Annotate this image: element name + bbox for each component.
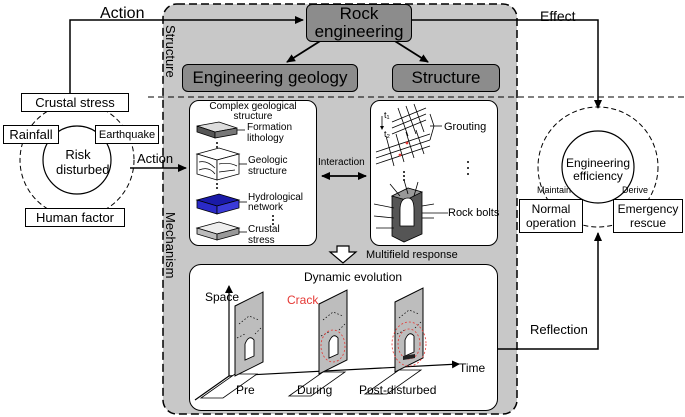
rainfall-box: Rainfall (3, 125, 59, 144)
space-axis-label: Space (205, 290, 240, 304)
action-label: Action (100, 5, 145, 22)
geology-icons (195, 121, 274, 241)
effect-arrow (412, 19, 602, 109)
during-label: During (297, 383, 333, 397)
reflection-label: Reflection (530, 322, 588, 337)
effect-label: Effect (540, 8, 576, 24)
geology-panel-title: Complex geological structure (209, 101, 297, 122)
t1-label: t₁ (384, 110, 390, 120)
emergency-rescue-box: Emergency rescue (613, 199, 683, 233)
multifield-arrow (328, 245, 358, 264)
reflection-arrow (498, 232, 602, 350)
time-axis-label: Time (459, 361, 486, 375)
mechanism-side-label: Mechanism (163, 212, 178, 279)
derive-label: Derive (622, 185, 649, 195)
t2-label: t₂ (384, 129, 390, 139)
interaction-label: Interaction (318, 157, 365, 168)
multifield-response-label: Multifield response (366, 249, 458, 261)
structure-box: Structure (392, 64, 500, 92)
action-arrow (69, 16, 304, 93)
rock-engineering-box: Rock engineering (306, 4, 412, 42)
hydrological-network-label: Hydrological network (248, 192, 304, 213)
normal-operation-box: Normal operation (519, 199, 583, 233)
engineering-geology-box: Engineering geology (182, 64, 358, 92)
rock-bolts-label: Rock bolts (448, 207, 500, 219)
crustal-stress-label: Crustal stress (248, 224, 280, 246)
structure-icons (373, 103, 469, 243)
crustal-stress-box: Crustal stress (21, 93, 129, 112)
efficiency-dashed-ring (537, 106, 659, 228)
formation-lithology-label: Formation lithology (247, 122, 293, 144)
structure-side-label: Structure (163, 25, 178, 78)
risk-action-label: Action (137, 151, 174, 166)
risk-disturbed-label: Risk disturbed (56, 147, 110, 177)
maintain-label: Maintain (537, 185, 572, 195)
pre-label: Pre (236, 383, 255, 397)
post-disturbed-label: Post-disturbed (359, 383, 437, 397)
grouting-label: Grouting (444, 121, 487, 133)
dynamic-evolution-title: Dynamic evolution (304, 270, 403, 284)
human-factor-box: Human factor (25, 208, 125, 227)
earthquake-box: Earthquake (95, 125, 159, 144)
engineering-efficiency-label: Engineering efficiency (565, 156, 631, 183)
structure-panel (370, 100, 498, 246)
geologic-structure-label: Geologic structure (248, 155, 288, 177)
evolution-graphic (194, 285, 460, 401)
crack-label: Crack (287, 293, 319, 307)
